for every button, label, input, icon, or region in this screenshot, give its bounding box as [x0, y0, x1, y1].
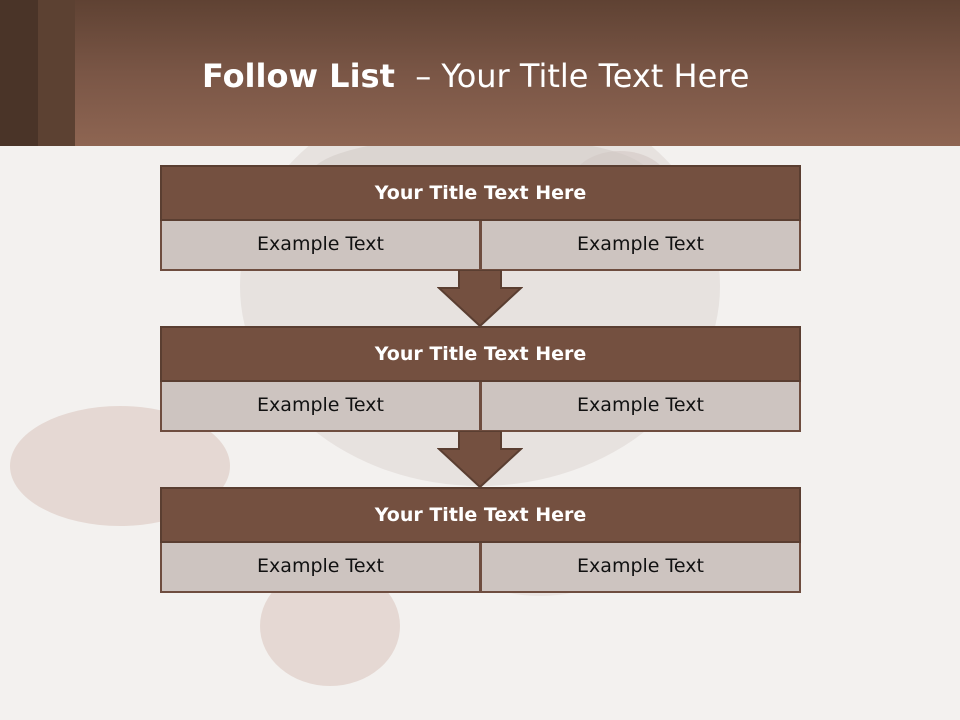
slide-title-bold: Follow List: [202, 57, 395, 95]
header-band: [0, 0, 960, 146]
step-row: Example Text Example Text: [160, 382, 801, 432]
step-block-1: Your Title Text Here Example Text Exampl…: [160, 165, 801, 271]
step-title: Your Title Text Here: [160, 326, 801, 382]
step-row: Example Text Example Text: [160, 221, 801, 271]
step-row: Example Text Example Text: [160, 543, 801, 593]
step-cell-right: Example Text: [481, 382, 801, 432]
step-cell-left: Example Text: [160, 221, 481, 271]
slide-title-rest: – Your Title Text Here: [415, 57, 750, 95]
step-cell-left: Example Text: [160, 382, 481, 432]
step-cell-right: Example Text: [481, 543, 801, 593]
down-arrow-icon: [437, 270, 523, 328]
step-cell-left: Example Text: [160, 543, 481, 593]
header-accent-bar: [0, 0, 38, 146]
header-accent-bar: [38, 0, 75, 146]
step-title: Your Title Text Here: [160, 165, 801, 221]
step-cell-right: Example Text: [481, 221, 801, 271]
step-block-3: Your Title Text Here Example Text Exampl…: [160, 487, 801, 593]
slide-title: Follow List – Your Title Text Here: [202, 56, 749, 96]
step-title: Your Title Text Here: [160, 487, 801, 543]
down-arrow-icon: [437, 431, 523, 489]
step-block-2: Your Title Text Here Example Text Exampl…: [160, 326, 801, 432]
